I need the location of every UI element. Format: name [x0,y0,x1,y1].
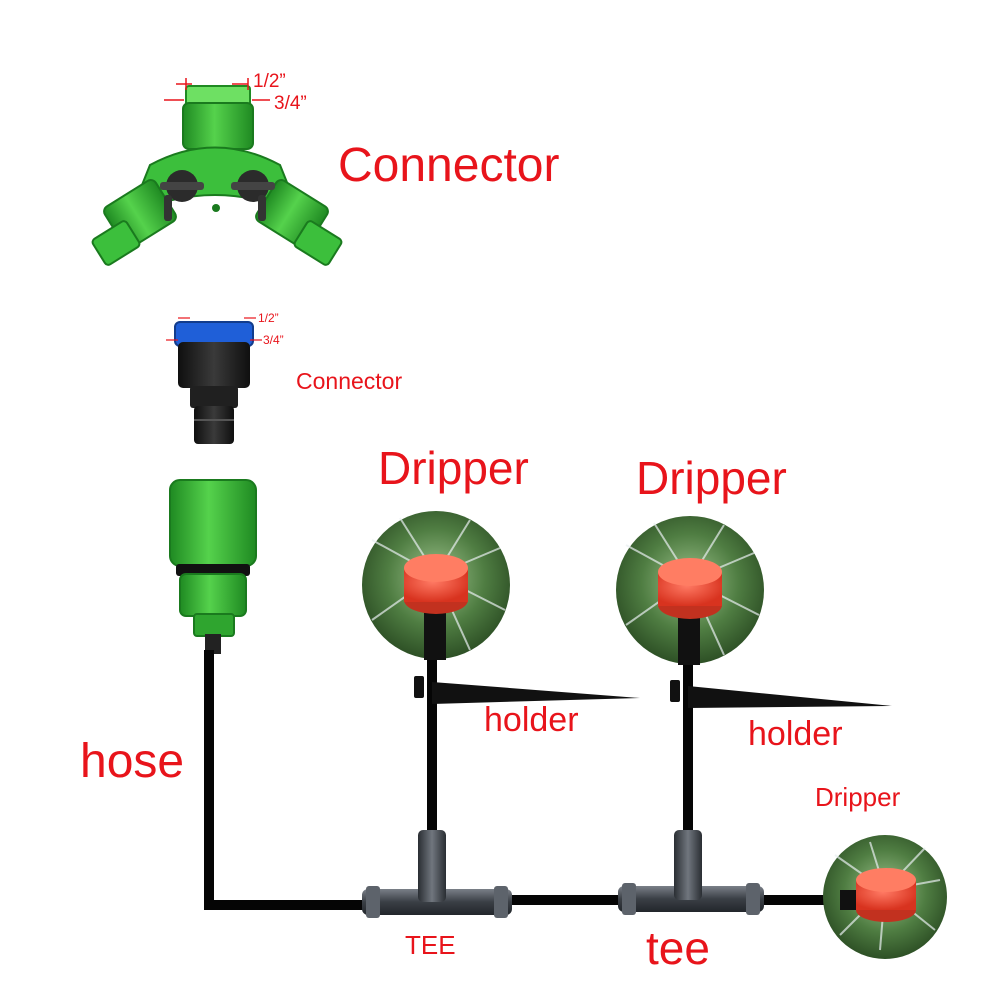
label-holder-2: holder [748,715,843,753]
y-connector-dimension-marks [164,78,270,101]
dripper-2-photo [616,516,764,665]
dimension-y-connector-top: 1/2” [253,71,286,92]
dripper-3-photo [823,835,947,959]
tee-upper-fitting [362,830,512,918]
dimension-tap-connector-top: 1/2” [258,311,279,325]
label-connector-small: Connector [296,368,403,394]
label-tee-lower: tee [646,922,710,974]
y-connector [91,85,343,266]
holder-1-stake [414,676,640,704]
label-holder-1: holder [484,701,579,739]
holder-2-stake [670,680,892,708]
dripper-1-photo [362,511,510,660]
tap-connector-dimension-marks [166,317,262,341]
label-tee-upper: TEE [405,930,456,960]
dimension-tap-connector-bottom: 3/4” [263,333,284,347]
tap-connector [174,321,254,444]
hose-quick-connector [169,479,257,654]
label-dripper-1: Dripper [378,442,529,494]
label-connector-large: Connector [338,139,560,192]
tee-lower-fitting [618,830,764,915]
label-dripper-2: Dripper [636,452,787,504]
label-dripper-3: Dripper [815,782,901,812]
label-hose: hose [80,735,185,788]
dimension-y-connector-bottom: 3/4” [274,93,307,114]
